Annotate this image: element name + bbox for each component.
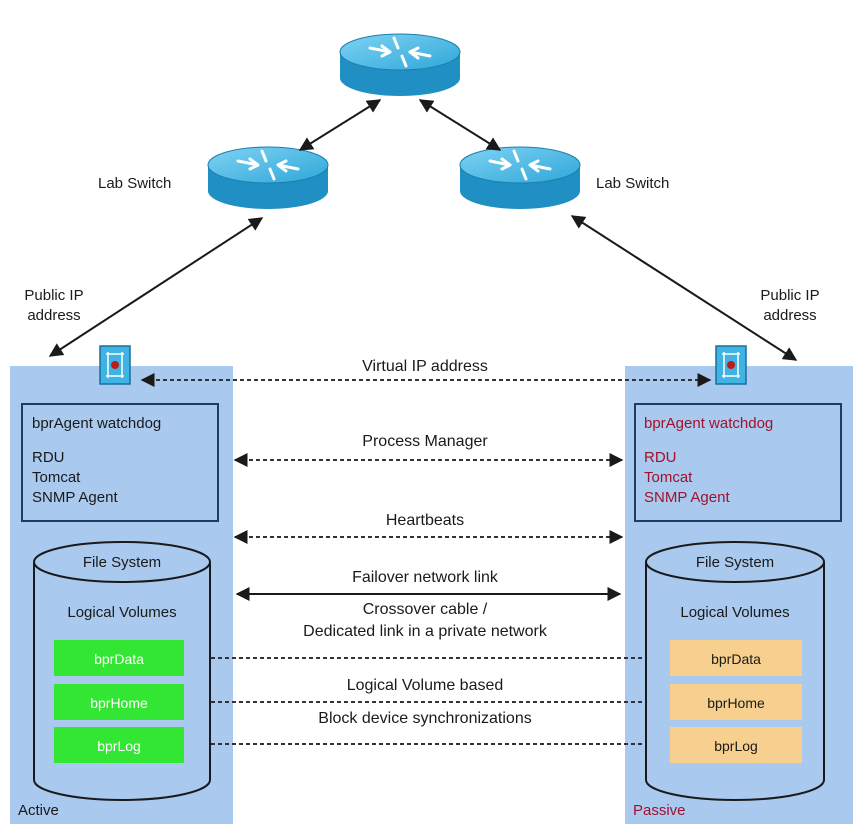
- public-ip-left-label-line2: address: [27, 307, 80, 324]
- lab-switch-left-label: Lab Switch: [98, 175, 171, 192]
- passive-label: Passive: [633, 802, 686, 819]
- active-volume-bprdata: [54, 640, 184, 676]
- active-lv-title: Logical Volumes: [67, 604, 176, 621]
- core-left-link: [298, 99, 382, 151]
- right-public-link: [570, 215, 798, 361]
- lv-sync-label-line2: Block device synchronizations: [318, 710, 531, 727]
- active-fs-title: File System: [83, 554, 161, 571]
- active-volume-bprlog-label: bprLog: [97, 738, 141, 754]
- active-service-snmp: SNMP Agent: [32, 489, 118, 506]
- passive-volume-bprhome: [670, 684, 802, 720]
- failover-link-label: Failover network link: [352, 569, 499, 586]
- active-services-box: [21, 403, 219, 522]
- active-server: bprAgent watchdog RDU Tomcat SNMP Agent …: [18, 403, 219, 819]
- public-ip-right-label-line2: address: [763, 307, 816, 324]
- right-lab-switch-icon: [459, 146, 581, 209]
- core-right-link: [418, 99, 502, 151]
- passive-volume-bprlog-label: bprLog: [714, 738, 758, 754]
- passive-nic-icon: [715, 345, 747, 385]
- active-nic-icon: [99, 345, 131, 385]
- lab-switch-right-label: Lab Switch: [596, 175, 669, 192]
- crossover-label-line2: Dedicated link in a private network: [303, 623, 548, 640]
- left-lab-switch-icon: [207, 146, 329, 209]
- active-service-tomcat: Tomcat: [32, 469, 81, 486]
- core-router-icon: [339, 33, 461, 96]
- passive-volume-bprhome-label: bprHome: [707, 695, 765, 711]
- active-service-watchdog: bprAgent watchdog: [32, 415, 161, 432]
- passive-service-tomcat: Tomcat: [644, 469, 693, 486]
- virtual-ip-label: Virtual IP address: [362, 358, 488, 375]
- passive-service-watchdog: bprAgent watchdog: [644, 415, 773, 432]
- passive-volume-bprdata-label: bprData: [711, 651, 761, 667]
- public-ip-left-label-line1: Public IP: [24, 287, 83, 304]
- passive-volume-bprlog: [670, 727, 802, 763]
- heartbeats-label: Heartbeats: [386, 512, 464, 529]
- active-service-rdu: RDU: [32, 449, 65, 466]
- passive-server: bprAgent watchdog RDU Tomcat SNMP Agent …: [633, 403, 842, 819]
- passive-lv-title: Logical Volumes: [680, 604, 789, 621]
- passive-services-box: [634, 403, 842, 522]
- active-volume-bprhome-label: bprHome: [90, 695, 148, 711]
- active-volume-bprlog: [54, 727, 184, 763]
- public-ip-right-label-line1: Public IP: [760, 287, 819, 304]
- active-label: Active: [18, 802, 59, 819]
- passive-service-snmp: SNMP Agent: [644, 489, 730, 506]
- passive-service-rdu: RDU: [644, 449, 677, 466]
- active-volume-bprdata-label: bprData: [94, 651, 144, 667]
- lv-sync-label-line1: Logical Volume based: [347, 677, 504, 694]
- active-volume-bprhome: [54, 684, 184, 720]
- crossover-label-line1: Crossover cable /: [363, 601, 488, 618]
- left-public-link: [48, 217, 264, 357]
- process-manager-label: Process Manager: [362, 433, 488, 450]
- passive-fs-title: File System: [696, 554, 774, 571]
- passive-volume-bprdata: [670, 640, 802, 676]
